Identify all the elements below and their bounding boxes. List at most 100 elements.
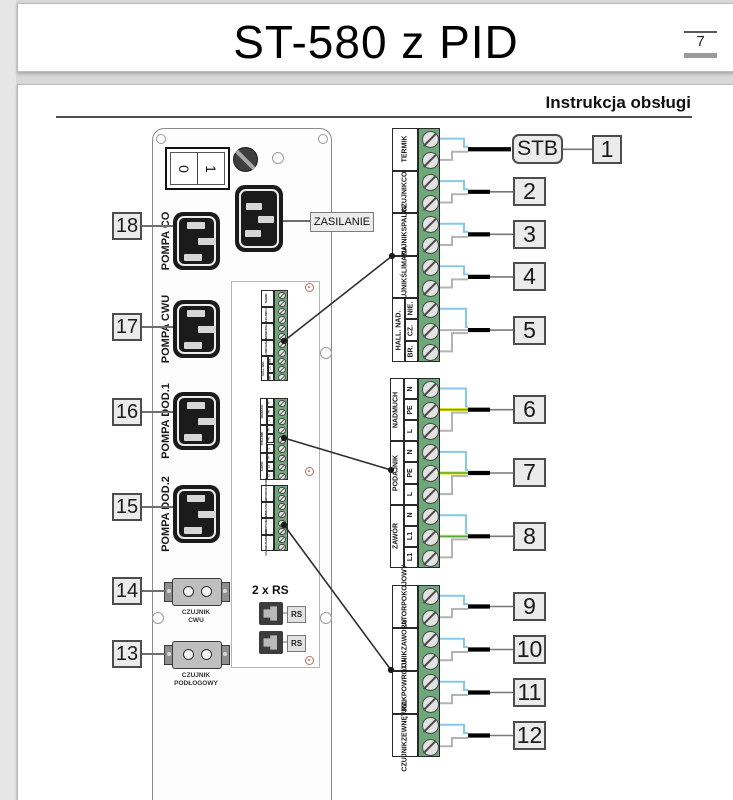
label-line: CZUJNIK: [265, 544, 269, 556]
box-text: 18: [115, 214, 139, 237]
label-line: HALL. NAD.: [261, 361, 265, 376]
terminal-group-label: L: [404, 484, 418, 504]
terminal-screw: [421, 301, 439, 319]
label-line: CZUJNIK: [401, 740, 409, 772]
label-line: HALL. NAD.: [394, 310, 402, 350]
terminal-group-label: CZ.: [405, 320, 418, 340]
pin-slot: [187, 402, 205, 409]
pump-outlet-socket: [173, 392, 220, 450]
document-subtitle: Instrukcja obsługi: [545, 93, 691, 112]
terminal-group-cell: [260, 452, 267, 480]
terminal-screw: [421, 486, 439, 504]
box-text: 5: [523, 316, 536, 343]
label-line: N: [407, 449, 415, 455]
terminal-screw: [278, 472, 286, 480]
sensor-connector: [172, 578, 222, 606]
terminal-screw: [278, 324, 286, 332]
terminal-screw: [421, 717, 439, 735]
terminal-group-cell: [390, 378, 404, 442]
terminal-group-label: ZAWÓR: [390, 506, 404, 567]
terminal-screw: [278, 427, 286, 435]
box-text: 13: [115, 642, 139, 665]
box-text: 17: [115, 315, 139, 338]
terminal-group-label: N: [404, 442, 418, 462]
outlet-label: POMPA CWU: [158, 289, 174, 369]
pin-slot: [258, 216, 274, 223]
label-line: CZUJNIK: [181, 609, 211, 616]
terminal-pin-cell: [404, 378, 418, 400]
label-line: CZUJNIK: [181, 672, 211, 679]
terminal-screw: [278, 486, 286, 494]
terminal-screw: [278, 436, 286, 444]
box-text: 11: [517, 679, 542, 705]
terminal-screw: [278, 418, 286, 426]
terminal-group-label: NIE.: [267, 357, 274, 364]
terminal-group-cell: [261, 339, 274, 357]
terminal-pin-cell: [267, 407, 274, 417]
terminal-group-cell: [260, 398, 267, 426]
terminal-group-label: L: [267, 417, 274, 425]
terminal-group-label: N: [267, 399, 274, 407]
terminal-pin-cell: [404, 420, 418, 442]
terminal-screw: [278, 365, 286, 374]
terminal-pin-cell: [267, 470, 274, 480]
label-line: ZAWORU: [265, 498, 269, 510]
terminal-screw: [421, 423, 439, 441]
terminal-pin-cell: [267, 425, 274, 435]
label-line: ŚLIMAKA: [265, 336, 269, 349]
connection-number-box: 17: [112, 313, 142, 341]
rj-connector-icon: [263, 606, 277, 621]
terminal-group-cell: [261, 534, 274, 551]
terminal-pin-cell: [404, 483, 418, 505]
label-line: PE: [407, 468, 415, 478]
terminal-screw: [278, 454, 286, 462]
terminal-screw: [421, 674, 439, 692]
pin-slot: [184, 342, 202, 349]
terminal-pin-cell: [404, 504, 418, 526]
terminal-pin-cell: [267, 364, 274, 373]
terminal-screw: [421, 152, 439, 170]
terminal-group-label: PE: [267, 435, 274, 443]
terminal-group-cell: [261, 518, 274, 535]
label-line: PE: [268, 409, 272, 414]
terminal-group-label: N: [267, 453, 274, 461]
label-line: SPALIN: [401, 206, 409, 232]
label-line: L: [268, 447, 272, 449]
pin-slot: [187, 495, 205, 502]
terminal-screw: [421, 695, 439, 713]
terminal-screw: [278, 463, 286, 471]
terminal-screw: [278, 316, 286, 324]
label-line: PODAJNIK: [393, 454, 401, 492]
connection-number-box: 5: [513, 315, 546, 345]
rs-jack: [259, 602, 283, 625]
outlet-label: POMPA CO: [158, 201, 174, 281]
terminal-group-cell: [392, 671, 418, 714]
connection-number-box: 1: [592, 134, 622, 164]
label-line: L: [407, 491, 415, 497]
terminal-group-label: L: [267, 444, 274, 452]
pin-slot: [246, 203, 262, 210]
terminal-pin-cell: [404, 441, 418, 463]
label-line: POMPA DOD.1: [160, 383, 172, 459]
terminal-group-cell: [261, 290, 274, 307]
pin-slot: [198, 418, 216, 425]
terminal-screw: [278, 409, 286, 417]
connection-number-box: 7: [513, 458, 546, 488]
terminal-screw: [421, 465, 439, 483]
box-text: 3: [523, 220, 536, 247]
subtitle-rule: [56, 116, 692, 118]
terminal-pin-cell: [267, 398, 274, 408]
connection-number-box: 15: [112, 493, 142, 521]
rj-connector-icon: [263, 635, 277, 650]
connector-hole: [201, 649, 212, 660]
terminal-group-cell: [261, 485, 274, 502]
sensor-connector: [172, 641, 222, 669]
connection-number-box: 14: [112, 577, 142, 605]
connection-number-box: 10: [513, 635, 546, 664]
pin-slot: [184, 527, 202, 534]
